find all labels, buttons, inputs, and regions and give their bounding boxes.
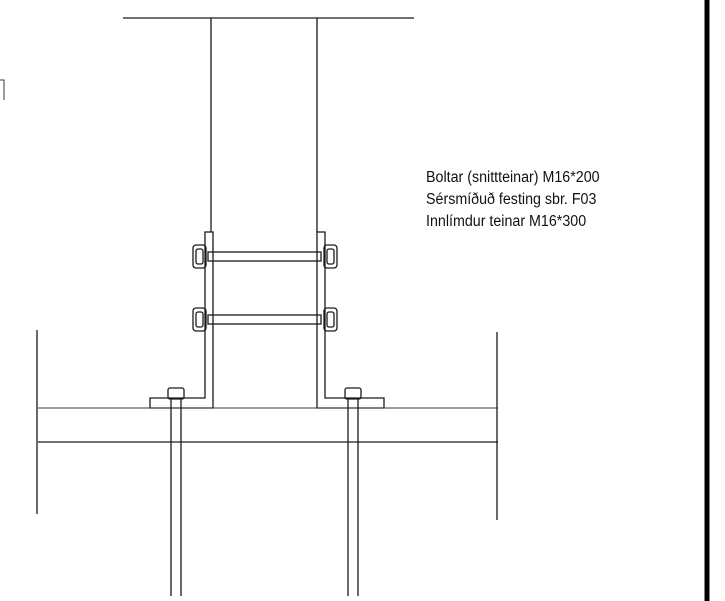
column — [210, 18, 318, 232]
through-bolt-upper — [192, 244, 338, 269]
annotation-bracket: Sérsmíðuð festing sbr. F03 — [426, 191, 597, 208]
annotation-bolts: Boltar (snittteinar) M16*200 — [426, 169, 600, 186]
base-beam — [36, 330, 498, 520]
annotation-anchor-rods: Innlímdur teinar M16*300 — [426, 213, 587, 230]
through-bolt-lower — [192, 307, 338, 332]
anchor-rod-left — [167, 387, 185, 596]
anchor-rod-right — [344, 387, 362, 596]
annotation-block: Boltar (snittteinar) M16*200 Sérsmíðuð f… — [426, 167, 600, 233]
edge-mark — [0, 79, 5, 100]
